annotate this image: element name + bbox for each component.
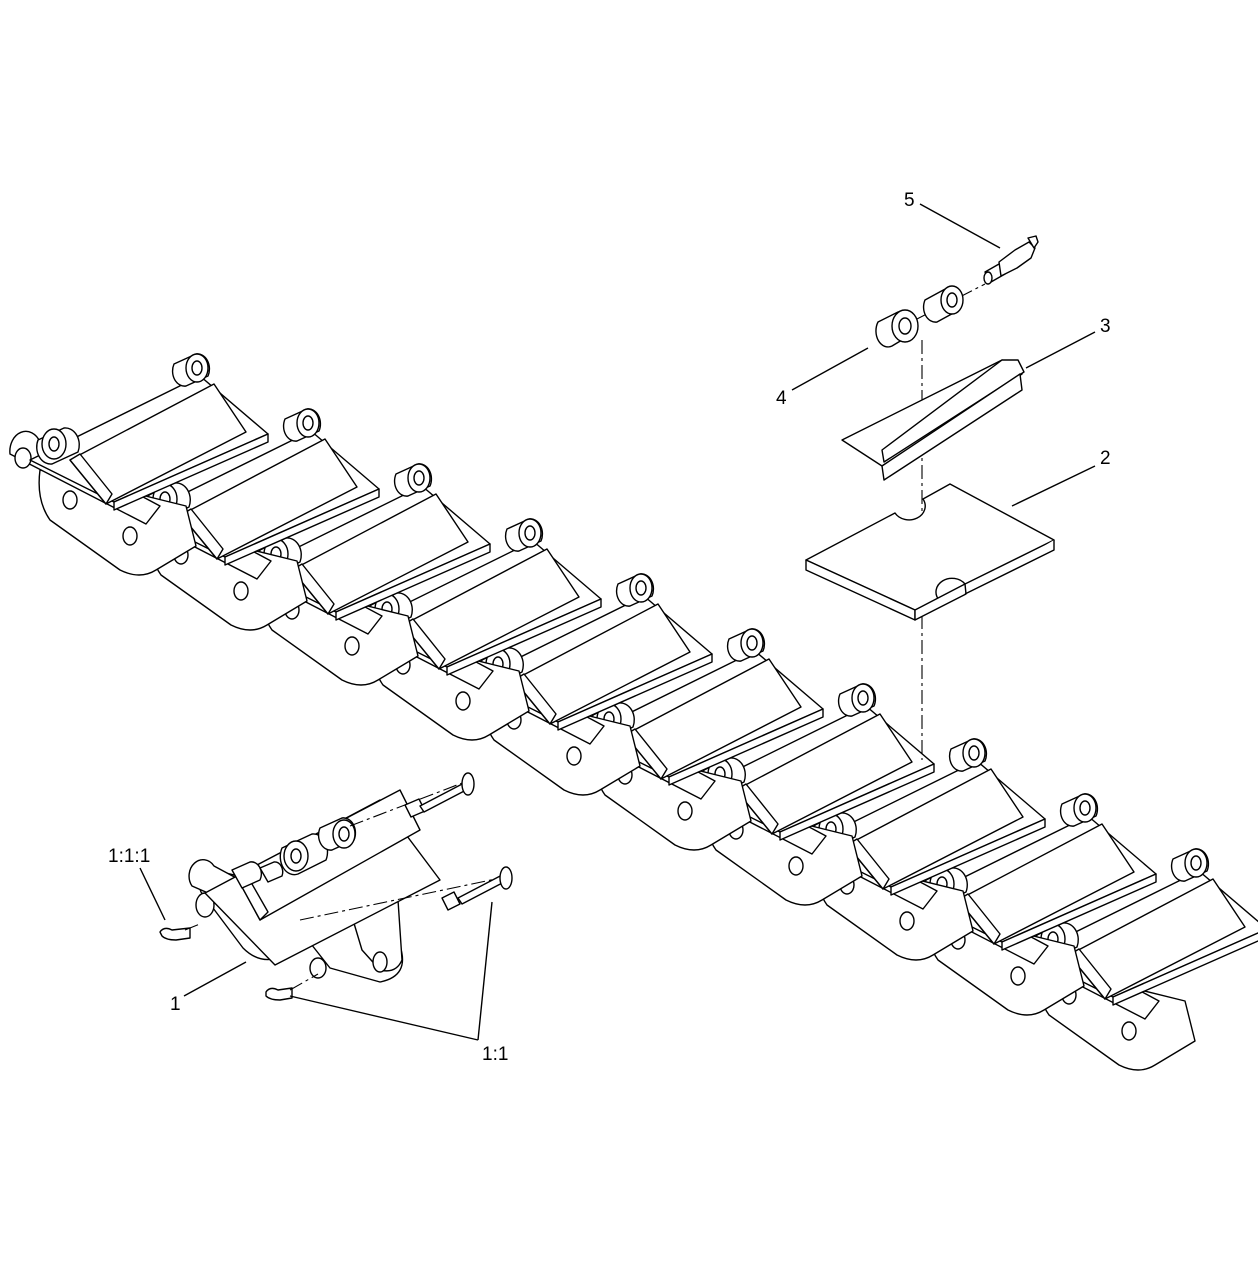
single-chain-link xyxy=(159,772,513,1001)
leader-2 xyxy=(1011,465,1096,507)
chain-link xyxy=(9,353,269,576)
chain-link xyxy=(786,738,1046,961)
flat-plate-part xyxy=(805,483,1055,621)
leader-1 xyxy=(183,961,247,997)
callout-1-1: 1:1 xyxy=(482,1044,508,1065)
leader-5 xyxy=(919,203,1001,249)
angle-plate-part xyxy=(841,359,1025,481)
callout-2: 2 xyxy=(1100,448,1111,469)
callout-leaders xyxy=(139,203,1096,1041)
bushing-part xyxy=(875,285,964,348)
leader-1-1-a xyxy=(289,995,479,1041)
cutter-tip-part xyxy=(983,235,1039,285)
chain-link xyxy=(120,408,380,631)
leader-1-1-1 xyxy=(139,867,166,921)
leader-3 xyxy=(1025,331,1096,369)
chain-assembly xyxy=(9,353,1258,1071)
leader-4 xyxy=(791,347,869,391)
callout-4: 4 xyxy=(776,388,787,409)
chain-link xyxy=(342,518,602,741)
callout-3: 3 xyxy=(1100,316,1111,337)
callout-1: 1 xyxy=(170,994,181,1015)
leader-1-1-b xyxy=(477,901,493,1041)
callout-1-1-1: 1:1:1 xyxy=(108,846,150,867)
callout-5: 5 xyxy=(904,190,915,211)
